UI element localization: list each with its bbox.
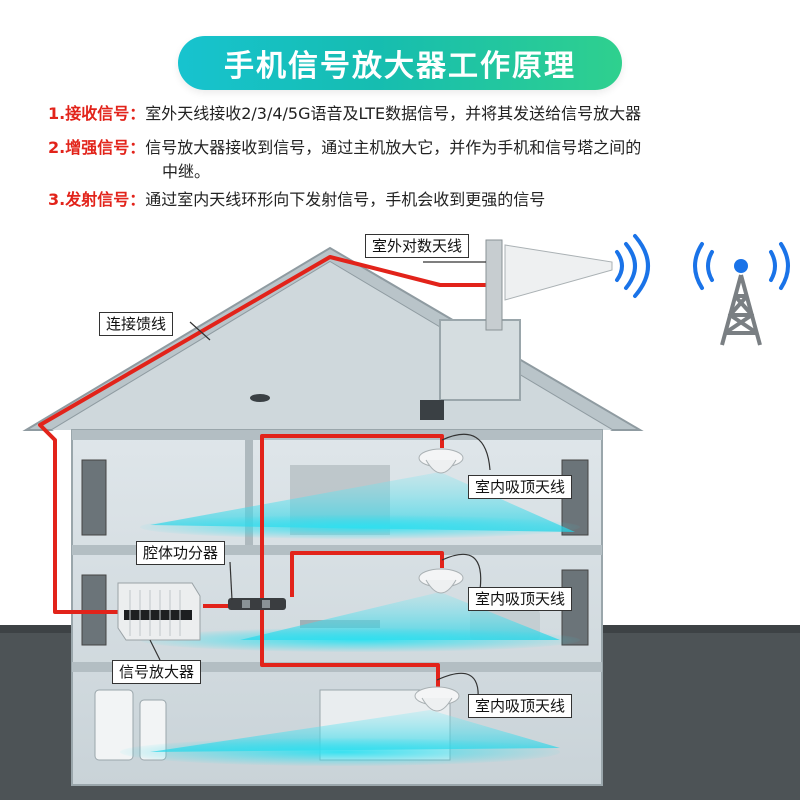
callout-ceiling-antenna-3: 室内吸顶天线 bbox=[468, 694, 573, 718]
callout-outdoor-antenna: 室外对数天线 bbox=[365, 234, 470, 258]
step-2-label: 2.增强信号： bbox=[48, 138, 146, 157]
house-diagram bbox=[0, 234, 800, 800]
step-1: 1.接收信号：室外天线接收2/3/4/5G语音及LTE数据信号，并将其发送给信号… bbox=[48, 103, 641, 125]
callout-leaders bbox=[149, 261, 491, 701]
signal-wave-icon bbox=[615, 234, 650, 298]
ceiling-antenna-2 bbox=[418, 568, 464, 594]
ceiling-antenna-3 bbox=[414, 686, 460, 712]
page-title: 手机信号放大器工作原理 bbox=[224, 49, 576, 84]
callout-feeder: 连接馈线 bbox=[99, 312, 174, 336]
step-3-label: 3.发射信号： bbox=[48, 190, 146, 209]
house bbox=[22, 246, 644, 786]
cavity-splitter-device bbox=[228, 598, 286, 610]
callout-signal-booster: 信号放大器 bbox=[112, 660, 202, 684]
signal-booster-device bbox=[117, 582, 201, 641]
callout-ceiling-antenna-2: 室内吸顶天线 bbox=[468, 587, 573, 611]
callout-cavity-splitter: 腔体功分器 bbox=[136, 541, 226, 565]
step-1-text: 室外天线接收2/3/4/5G语音及LTE数据信号，并将其发送给信号放大器 bbox=[145, 104, 642, 123]
step-2-text: 信号放大器接收到信号，通过主机放大它，并作为手机和信号塔之间的 bbox=[145, 138, 642, 157]
step-3-text: 通过室内天线环形向下发射信号，手机会收到更强的信号 bbox=[145, 190, 546, 209]
step-2: 2.增强信号：信号放大器接收到信号，通过主机放大它，并作为手机和信号塔之间的 bbox=[48, 137, 641, 159]
cell-tower-icon bbox=[693, 242, 790, 346]
step-3: 3.发射信号：通过室内天线环形向下发射信号，手机会收到更强的信号 bbox=[48, 189, 545, 211]
step-1-label: 1.接收信号： bbox=[48, 104, 146, 123]
callout-ceiling-antenna-1: 室内吸顶天线 bbox=[468, 475, 573, 499]
outdoor-log-periodic-antenna bbox=[485, 239, 613, 331]
ceiling-antenna-1 bbox=[418, 448, 464, 474]
title-banner: 手机信号放大器工作原理 bbox=[178, 36, 622, 90]
step-2-continuation: 中继。 bbox=[162, 162, 211, 181]
